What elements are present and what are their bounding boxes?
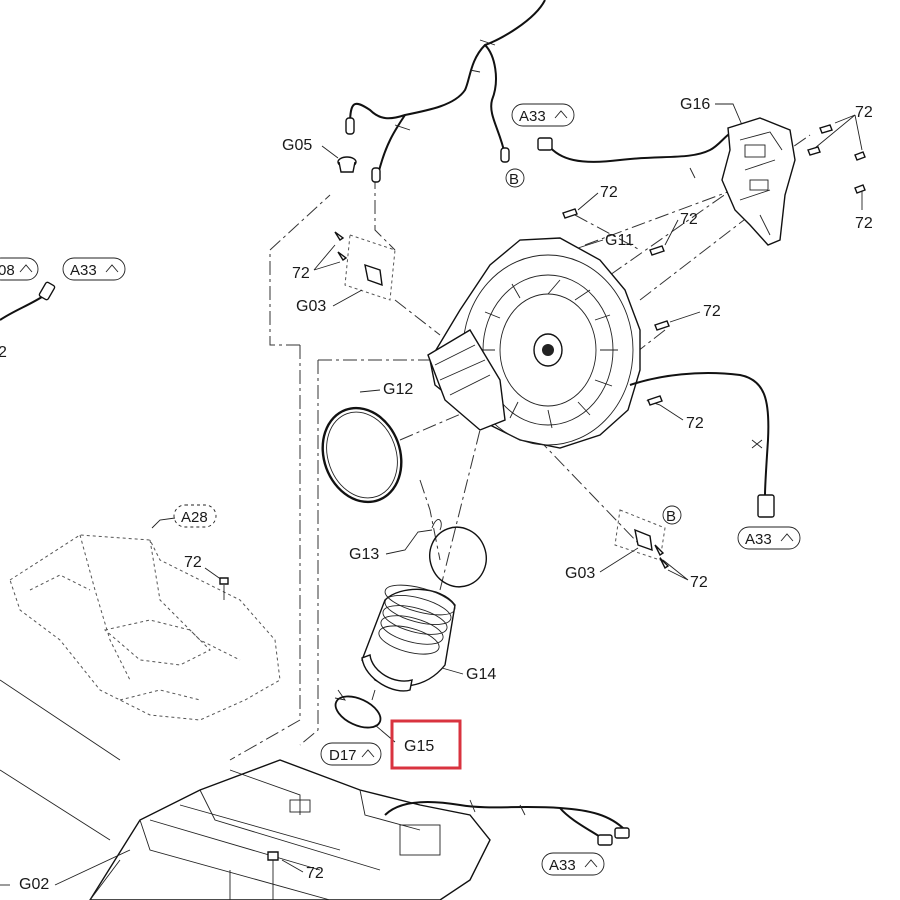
label-2-partial: 2 [0, 344, 7, 361]
highlight-box-g15 [390, 719, 462, 770]
label-72: 72 [703, 303, 721, 320]
part-g03-right: B G03 72 [565, 505, 708, 591]
left-edge-parts: 08 A33 2 [0, 257, 126, 841]
label-b: B [509, 171, 519, 188]
label-72: 72 [680, 211, 698, 228]
label-g15: G15 [404, 738, 434, 755]
label-g02: G02 [19, 876, 49, 893]
label-g03-top: G03 [296, 298, 326, 315]
part-base-assembly: G02 72 [0, 759, 491, 900]
ref-a33-top: A33 [511, 103, 575, 127]
label-g13: G13 [349, 546, 379, 563]
wire-connector [500, 147, 510, 163]
part-g13-seal: G13 [349, 519, 487, 588]
label-72: 72 [690, 574, 708, 591]
label-08-partial: 08 [0, 262, 15, 279]
ref-b-top: B [505, 168, 525, 188]
part-g16: G16 [680, 96, 796, 246]
label-a33: A33 [745, 531, 772, 548]
label-a33: A33 [70, 262, 97, 279]
label-g12: G12 [383, 381, 413, 398]
screws-g16: 72 72 [807, 104, 873, 232]
label-72: 72 [292, 265, 310, 282]
screws-g11: 72 72 72 72 [562, 184, 721, 432]
label-72: 72 [184, 554, 202, 571]
part-g05: G05 [282, 137, 357, 173]
label-72: 72 [306, 865, 324, 882]
wire-connector [345, 117, 355, 135]
label-72: 72 [600, 184, 618, 201]
label-a28: A28 [181, 509, 208, 526]
wire-connector [371, 167, 381, 183]
guide-lines [229, 134, 811, 761]
label-a33: A33 [549, 857, 576, 874]
label-a33: A33 [519, 108, 546, 125]
part-g11-blower: G11 [427, 232, 641, 449]
part-g15-clamp: G15 [334, 689, 434, 755]
label-b: B [666, 508, 676, 525]
g11-wire-a33: A33 [629, 372, 801, 550]
bottom-wire-a33: A33 [384, 799, 630, 876]
part-g12-oring: G12 [321, 381, 413, 504]
label-g05: G05 [282, 137, 312, 154]
top-wire-harness [345, 0, 546, 183]
label-g03-right: G03 [565, 565, 595, 582]
ref-d17: D17 [320, 742, 382, 766]
part-g14-hose: G14 [361, 584, 496, 692]
a33-wire-g16 [537, 129, 736, 179]
label-g16: G16 [680, 96, 710, 113]
label-d17: D17 [329, 747, 357, 764]
label-g14: G14 [466, 666, 496, 683]
label-72: 72 [686, 415, 704, 432]
label-g11: G11 [605, 232, 634, 249]
part-a28-module: A28 72 [9, 504, 281, 721]
label-72: 72 [855, 104, 873, 121]
part-g03-top: 72 G03 [292, 231, 396, 315]
label-72: 72 [855, 215, 873, 232]
